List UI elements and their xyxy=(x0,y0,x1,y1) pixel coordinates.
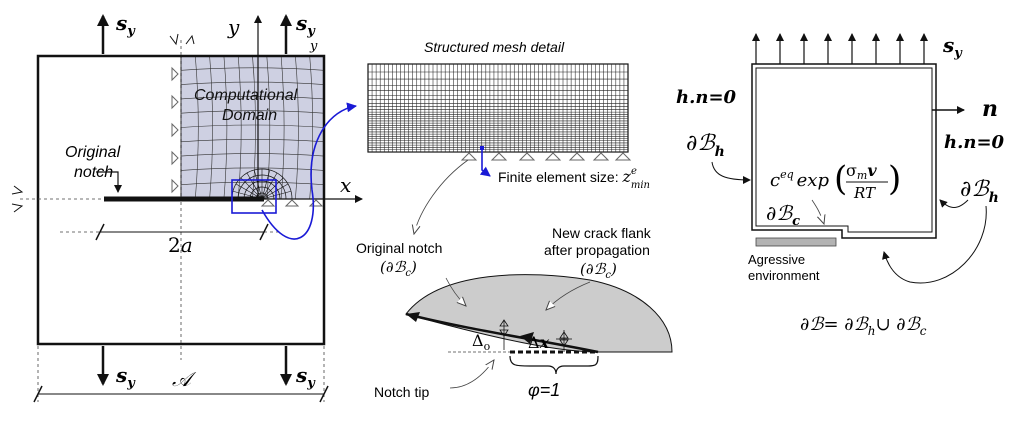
dim-2a-label: 2a xyxy=(168,233,193,257)
sy-bottom-left: sy xyxy=(115,363,136,391)
hn-left: h.n=0 xyxy=(676,87,737,108)
dim-2a-tick-left xyxy=(95,223,105,241)
y-axis-label: y xyxy=(227,15,240,39)
boundary-union-eq: ∂ℬ= ∂ℬh∪ ∂ℬc xyxy=(800,314,927,338)
env-label-line1: Agressive xyxy=(748,252,805,267)
mesh-line xyxy=(195,55,199,200)
formula-paren-close: ) xyxy=(888,159,901,199)
refined-mesh-ray xyxy=(261,172,278,200)
bh-right-pointer-down xyxy=(882,205,987,284)
symmetry-marker-top xyxy=(169,33,195,46)
dim-width-tick-right xyxy=(319,385,329,403)
structured-mesh xyxy=(367,63,629,153)
phi-brace xyxy=(509,355,599,375)
original-notch-bc: (∂ℬc) xyxy=(380,258,417,279)
zoom-region-box xyxy=(231,179,277,214)
new-crack-line1: New crack flank xyxy=(552,225,652,241)
domain-shade xyxy=(180,55,325,200)
formula-paren-open: ( xyxy=(834,159,847,199)
mesh-line xyxy=(223,55,228,200)
mesh-detail-title: Structured mesh detail xyxy=(424,39,565,55)
mesh-line xyxy=(266,55,271,200)
mesh-line xyxy=(180,67,325,71)
new-flank-pointer xyxy=(546,281,591,310)
delta-o-arrows-icon xyxy=(499,319,509,350)
sy-bottom-right: sy xyxy=(295,363,316,391)
delta-x-arrows-icon xyxy=(556,330,572,352)
new-crack-bc: (∂ℬc) xyxy=(580,260,617,281)
env-label-line2: environment xyxy=(748,268,820,283)
bh-right-pointer-up xyxy=(939,199,969,208)
notch-tip-label: Notch tip xyxy=(374,384,429,400)
delta-o: Δo xyxy=(472,331,491,353)
dim-2a-tick-right xyxy=(259,223,269,241)
min-element-marker xyxy=(480,146,484,150)
middle-panel: Structured mesh detail Finite element si… xyxy=(356,39,673,400)
mesh-bottom-supports xyxy=(460,152,632,161)
hn-right: h.n=0 xyxy=(944,132,1005,153)
symmetry-marker-left xyxy=(11,185,24,213)
right-sy: sy xyxy=(942,33,963,61)
flank-arrow-marker xyxy=(520,332,534,344)
roller-supports-left xyxy=(171,66,179,194)
specimen-outline xyxy=(36,54,326,346)
right-load-arrows xyxy=(752,33,928,64)
notch-arrow-marker xyxy=(406,312,420,322)
sy-top-right: sy xyxy=(295,11,316,39)
formula-numerator: σmv xyxy=(846,161,877,182)
right-specimen-inner xyxy=(755,67,933,233)
formula-pointer xyxy=(811,199,824,224)
mesh-to-notch-pointer xyxy=(414,159,469,234)
mesh-line xyxy=(180,110,325,114)
domain-label-line1: Computational xyxy=(194,87,298,104)
refined-mesh-ray xyxy=(261,183,289,200)
new-crack-line2: after propagation xyxy=(544,242,650,258)
mesh-line xyxy=(237,55,242,200)
right-panel: sy Agressive environment n h.n=0 h.n=0 ∂… xyxy=(676,33,1005,338)
mesh-line xyxy=(180,153,325,157)
left-specimen-panel: x y xyxy=(11,11,363,403)
sy-top-left: sy xyxy=(115,11,136,39)
right-specimen-outer xyxy=(751,63,937,239)
original-notch-label-line1: Original xyxy=(65,144,121,161)
x-axis-label: x xyxy=(340,173,351,197)
sy-top-right-extra-sub: y xyxy=(309,39,318,54)
computational-domain-mesh xyxy=(180,55,325,200)
bh-right: ∂ℬh xyxy=(960,177,999,206)
dim-width-tick-left xyxy=(33,385,43,403)
mesh-line xyxy=(280,55,285,200)
phi-label: φ=1 xyxy=(528,380,560,400)
original-notch-label-line2: notch xyxy=(74,164,113,181)
bh-left: ∂ℬh xyxy=(686,131,725,160)
formula-denominator: RT xyxy=(853,184,876,202)
mesh-line xyxy=(180,139,325,143)
crack-region xyxy=(405,274,673,353)
zoom-connector-curve xyxy=(261,102,357,240)
dim-width-label: 𝒜 xyxy=(172,367,197,391)
refined-mesh-ray xyxy=(261,177,284,200)
notch-flank-pointer xyxy=(445,277,466,306)
refined-mesh-ray xyxy=(246,172,263,200)
mesh-line xyxy=(180,81,325,85)
fe-size-pointer xyxy=(479,150,491,177)
aggressive-environment-bar xyxy=(755,237,837,247)
mesh-line xyxy=(180,124,325,128)
bc-label: ∂ℬc xyxy=(766,201,800,229)
mesh-line xyxy=(180,167,325,171)
original-notch-annotation: Original notch xyxy=(356,240,442,256)
notch-tip-pointer xyxy=(449,360,494,389)
bh-left-pointer xyxy=(711,161,751,184)
mesh-line xyxy=(180,96,325,100)
delta-x: Δx xyxy=(528,333,550,352)
original-notch-pointer xyxy=(96,171,122,193)
refined-mesh-ray xyxy=(261,169,271,200)
domain-label-line2: Domain xyxy=(222,107,277,124)
n-label: n xyxy=(982,96,998,122)
